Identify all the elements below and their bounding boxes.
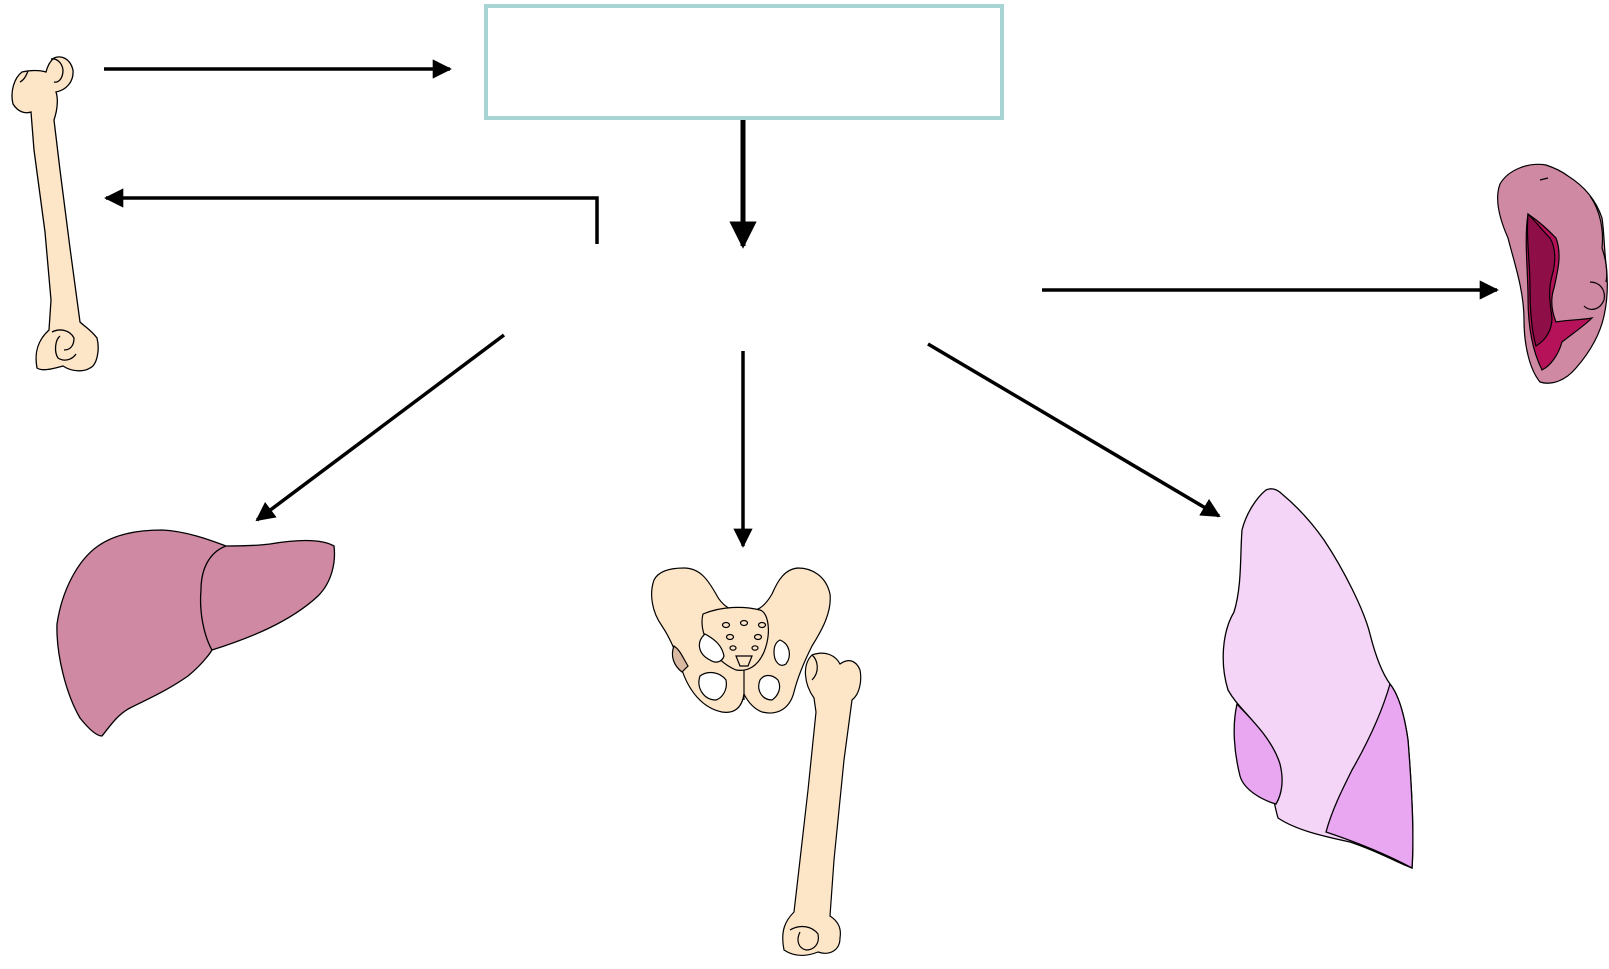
arrow-return-to-femur	[106, 198, 597, 244]
spleen-icon	[1498, 164, 1608, 383]
arrow-to-lung	[928, 344, 1219, 516]
femur-icon	[12, 57, 98, 371]
pelvis-femur-icon	[652, 568, 861, 956]
lung-icon	[1223, 489, 1413, 868]
arrow-to-liver	[257, 335, 504, 520]
liver-icon	[57, 530, 335, 736]
center-box-label	[486, 6, 1002, 118]
arrows	[104, 69, 1497, 546]
